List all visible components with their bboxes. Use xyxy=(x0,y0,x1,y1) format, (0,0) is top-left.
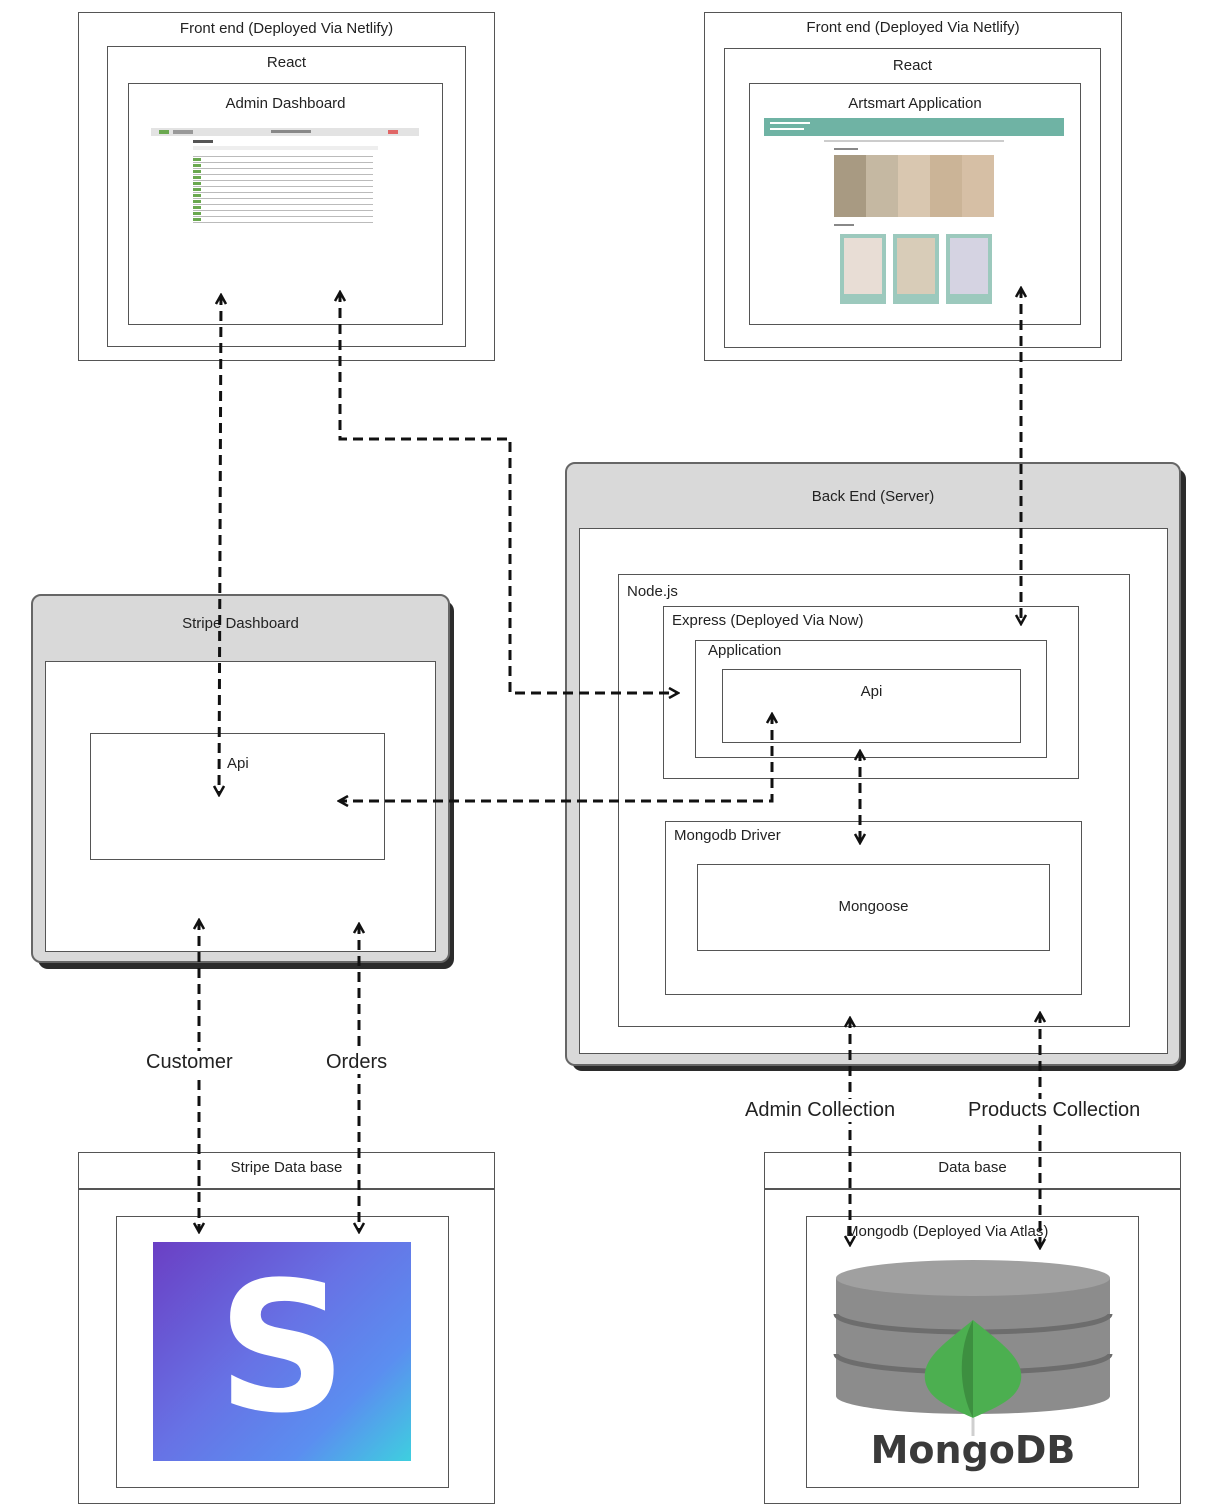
express-label: Express (Deployed Via Now) xyxy=(672,612,864,629)
admin-dashboard-label: Admin Dashboard xyxy=(225,95,346,112)
admin-frontend-title: Front end (Deployed Via Netlify) xyxy=(179,20,394,37)
backend-api-box: Api xyxy=(722,669,1021,743)
stripe-db-title: Stripe Data base xyxy=(230,1159,343,1176)
nodejs-label: Node.js xyxy=(627,583,678,600)
artsmart-app-label: Artsmart Application xyxy=(848,95,982,112)
admin-dashboard-box: Admin Dashboard xyxy=(128,83,443,325)
stripe-api-label: Api xyxy=(227,755,249,772)
mongo-db-header-divider xyxy=(764,1188,1181,1190)
admin-collection-edge-label: Admin Collection xyxy=(741,1099,900,1122)
mongo-db-title: Data base xyxy=(938,1159,1007,1176)
artsmart-react-label: React xyxy=(892,57,933,74)
artsmart-thumbnail xyxy=(764,118,1064,308)
mongodb-logo: MongoDB xyxy=(833,1260,1113,1472)
artsmart-frontend-title: Front end (Deployed Via Netlify) xyxy=(806,19,1020,36)
mongo-db-subtitle: Mongodb (Deployed Via Atlas) xyxy=(846,1223,1049,1240)
products-collection-edge-label: Products Collection xyxy=(964,1099,1145,1122)
mongodb-leaf-icon xyxy=(924,1320,1022,1436)
orders-edge-label: Orders xyxy=(322,1051,392,1074)
backend-api-label: Api xyxy=(860,683,883,700)
artsmart-app-box: Artsmart Application xyxy=(749,83,1081,325)
application-label: Application xyxy=(708,642,782,659)
mongoose-box: Mongoose xyxy=(697,864,1050,951)
stripe-logo-letter: S xyxy=(217,1244,347,1453)
mongodb-wordmark: MongoDB xyxy=(871,1428,1076,1472)
admin-react-label: React xyxy=(266,54,307,71)
stripe-db-header-divider xyxy=(78,1188,495,1190)
mongodb-driver-label: Mongodb Driver xyxy=(674,827,781,844)
stripe-dashboard-title: Stripe Dashboard xyxy=(182,615,299,632)
customer-edge-label: Customer xyxy=(142,1051,237,1074)
stripe-logo: S xyxy=(153,1242,411,1461)
stripe-api-box: Api xyxy=(90,733,385,860)
admin-dashboard-thumbnail xyxy=(151,128,419,228)
backend-title: Back End (Server) xyxy=(811,488,935,505)
mongoose-label: Mongoose xyxy=(838,898,909,915)
